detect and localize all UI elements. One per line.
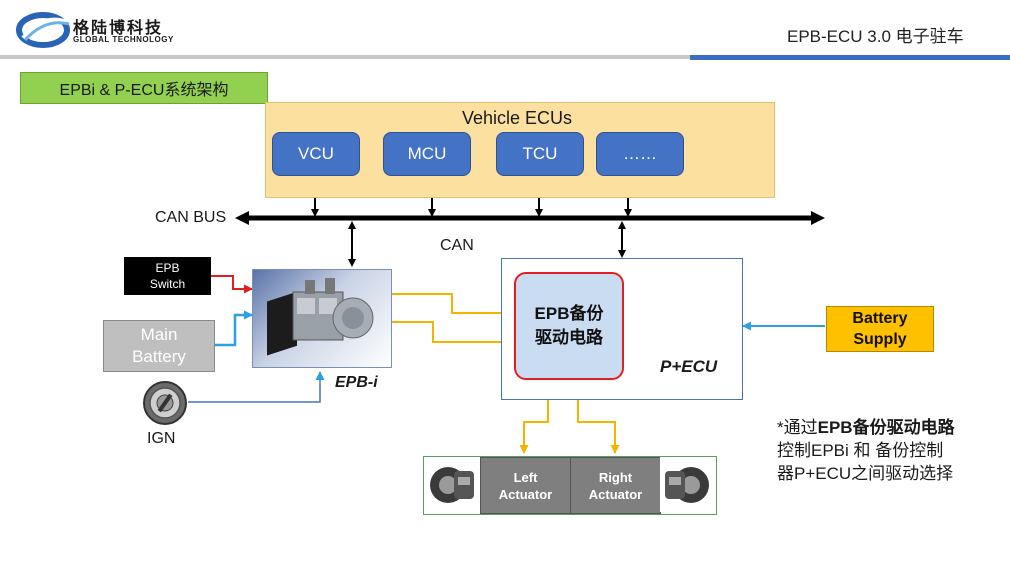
left-actuator-line1: Left (513, 469, 538, 485)
ign-line (188, 371, 325, 403)
epb-backup-circuit: EPB备份 驱动电路 (514, 272, 624, 380)
epbi-module-image (252, 269, 392, 368)
main-battery-line2: Battery (132, 347, 186, 366)
epb-backup-line2: 驱动电路 (535, 328, 603, 347)
right-actuator-box: Right Actuator (570, 457, 661, 514)
can-bus-label: CAN BUS (155, 209, 227, 226)
epb-switch-line2: Switch (149, 277, 186, 291)
epb-switch-line1: EPB (155, 261, 180, 275)
ecu-tcu: TCU (496, 132, 584, 176)
ecu-mcu: MCU (383, 132, 471, 176)
main-battery-arrow (213, 310, 253, 347)
ecu-vcu: VCU (272, 132, 360, 176)
note-text: *通过EPB备份驱动电路 控制EPBi 和 备份控制 器P+ECU之间驱动选择 (777, 416, 1002, 485)
battery-supply-line1: Battery (852, 310, 908, 327)
backup-to-right-actuator-arrow (577, 390, 620, 454)
header-divider-gray (0, 55, 690, 59)
left-caliper-icon (424, 457, 480, 512)
backup-to-left-actuator-arrow (519, 390, 549, 454)
note-bold: EPB备份驱动电路 (817, 418, 955, 437)
epbi-module-icon (267, 278, 374, 356)
right-caliper-icon (660, 457, 715, 512)
logo-text-cn: 格陆博科技 (73, 20, 164, 37)
epbi-to-backup-arrow-2 (390, 321, 513, 347)
section-label: EPBi & P-ECU系统架构 (20, 72, 268, 104)
company-logo: 格陆博科技 GLOBAL TECHNOLOGY (15, 8, 195, 50)
page-title: EPB-ECU 3.0 电子驻车 (787, 27, 964, 46)
main-battery-box: Main Battery (103, 320, 215, 372)
note-line3: 器P+ECU之间驱动选择 (777, 464, 954, 483)
right-actuator-line1: Right (598, 469, 633, 485)
logo-text-en: GLOBAL TECHNOLOGY (73, 35, 174, 44)
note-prefix: *通过 (777, 418, 818, 437)
epbi-label: EPB-i (335, 374, 378, 391)
ign-label: IGN (147, 430, 176, 447)
battery-supply-line2: Supply (853, 331, 907, 348)
epb-switch-box: EPB Switch (124, 257, 211, 295)
pecu-label: P+ECU (660, 357, 718, 376)
right-actuator-line2: Actuator (588, 486, 643, 502)
left-actuator-box: Left Actuator (480, 457, 571, 514)
actuator-row (423, 456, 717, 515)
epb-switch-arrow (211, 275, 253, 294)
battery-supply-box: Battery Supply (826, 306, 934, 352)
epb-backup-line1: EPB备份 (534, 304, 604, 323)
can-label: CAN (440, 237, 474, 254)
ecu-other: …… (596, 132, 684, 176)
left-actuator-line2: Actuator (498, 486, 553, 502)
header-divider-blue (690, 55, 1010, 60)
note-line2: 控制EPBi 和 备份控制 (777, 441, 944, 460)
logo-swirl-icon (16, 12, 70, 48)
ignition-key-icon (143, 381, 187, 425)
vehicle-ecus-title: Vehicle ECUs (462, 108, 573, 128)
note-line1: *通过EPB备份驱动电路 (777, 416, 1002, 439)
main-battery-line1: Main (140, 325, 178, 344)
epbi-to-backup-arrow-1 (390, 293, 513, 318)
